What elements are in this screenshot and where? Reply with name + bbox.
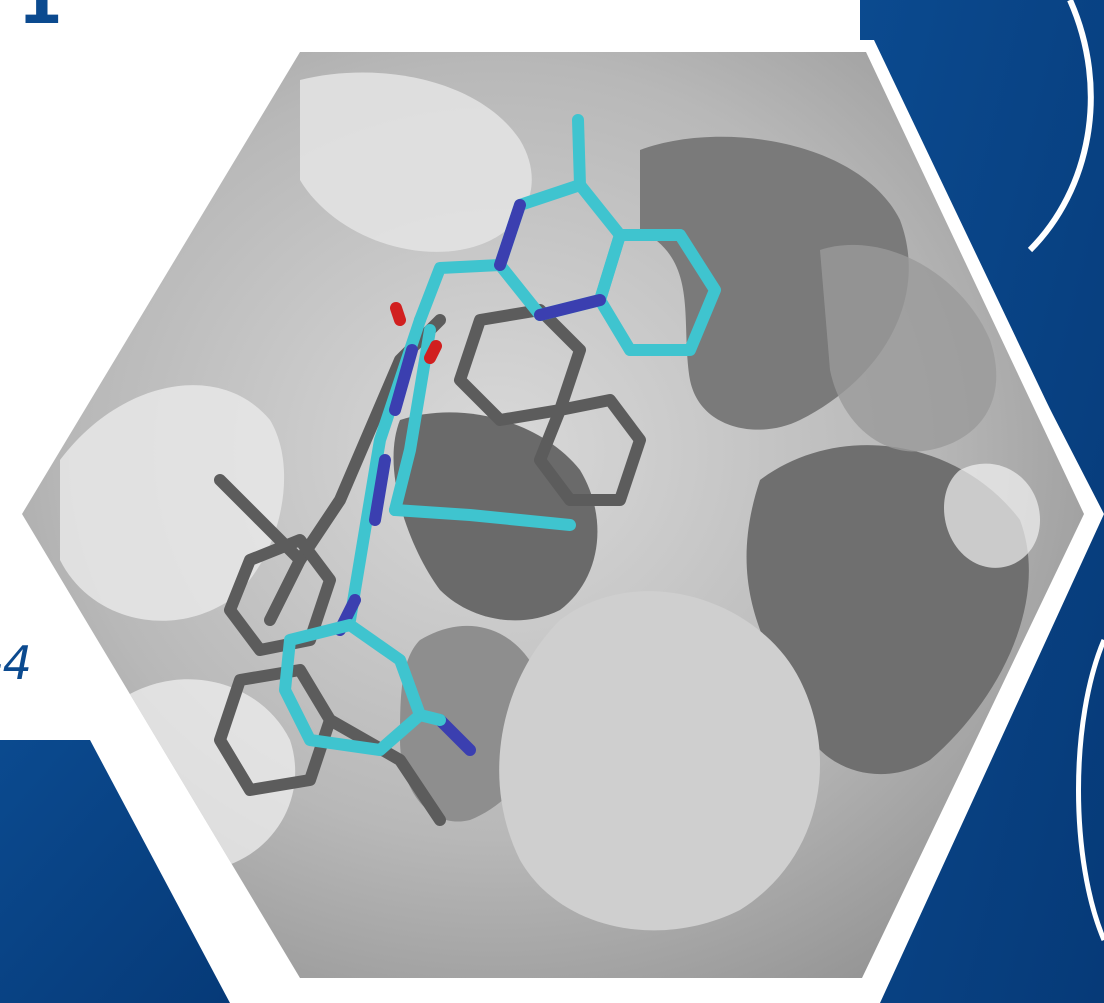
decorative-arc-bottom	[1076, 639, 1104, 941]
reference-ligand-grey	[214, 304, 646, 826]
surface-ridge	[820, 244, 997, 452]
surface-highlight-right	[943, 463, 1040, 568]
quinazoline-nitrogens	[494, 199, 606, 321]
surface-bulge-bottom	[499, 591, 820, 931]
caption-fragment-left: -4	[0, 636, 32, 690]
decorative-arc-top	[1027, 0, 1094, 253]
carbonyl-oxygens	[390, 302, 442, 364]
surface-bulge-top	[300, 72, 532, 252]
aminopiperidine-ring	[279, 619, 446, 756]
docked-ligand-cyan	[279, 114, 721, 756]
surface-bulge-left	[60, 385, 285, 621]
bottom-left-panel	[0, 740, 230, 1003]
heading-fragment-top: 1	[18, 0, 63, 39]
right-panel	[860, 0, 1104, 1003]
